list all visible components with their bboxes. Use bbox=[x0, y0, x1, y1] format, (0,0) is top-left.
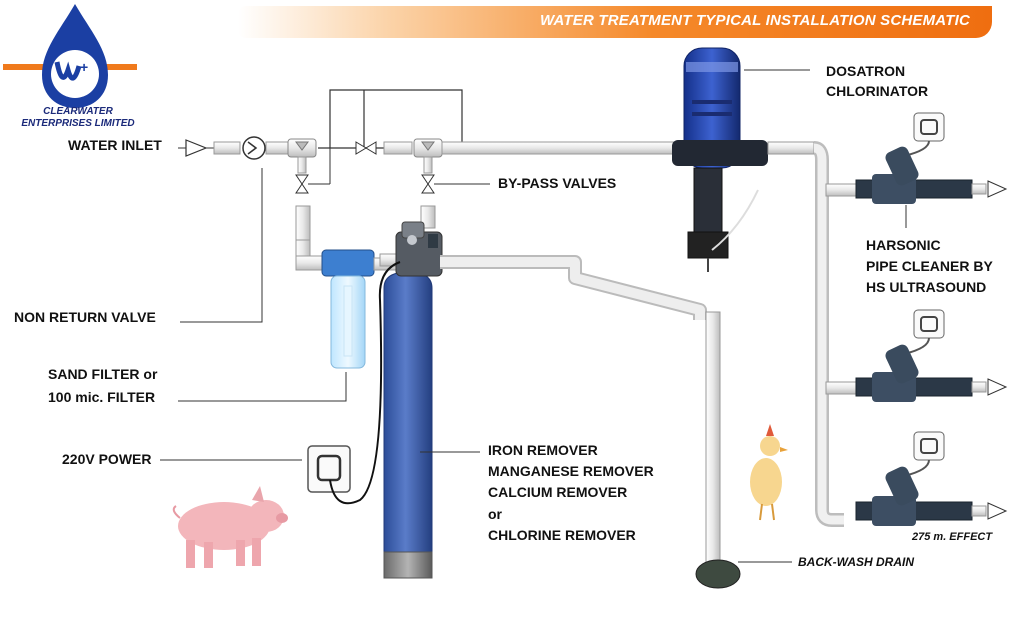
brand-name: CLEARWATER ENTERPRISES LIMITED bbox=[8, 106, 148, 130]
label-sand-filter-1: SAND FILTER or bbox=[48, 366, 158, 382]
label-remover-1: IRON REMOVER bbox=[488, 442, 598, 458]
label-bypass-valves: BY-PASS VALVES bbox=[498, 175, 617, 191]
harsonic-unit-2 bbox=[855, 309, 1008, 402]
label-remover-3: CALCIUM REMOVER bbox=[488, 484, 628, 500]
power-socket bbox=[307, 261, 401, 505]
label-harsonic-1: HARSONIC bbox=[866, 237, 941, 253]
page-title: WATER TREATMENT TYPICAL INSTALLATION SCH… bbox=[539, 12, 970, 29]
label-remover-4: or bbox=[488, 506, 502, 522]
label-effect: 275 m. EFFECT bbox=[912, 531, 993, 543]
dosatron-unit bbox=[672, 47, 768, 272]
label-power: 220V POWER bbox=[62, 451, 152, 467]
pressure-tank bbox=[383, 271, 433, 579]
label-backwash-drain: BACK-WASH DRAIN bbox=[798, 555, 914, 569]
label-dosatron-1: DOSATRON bbox=[826, 63, 906, 79]
label-harsonic-2: PIPE CLEANER BY bbox=[866, 258, 993, 274]
main-pipe bbox=[441, 141, 681, 155]
brand-line-2: ENTERPRISES LIMITED bbox=[21, 118, 135, 129]
label-dosatron-2: CHLORINATOR bbox=[826, 83, 929, 99]
pig-illustration bbox=[172, 486, 288, 568]
leader-lines bbox=[160, 69, 907, 563]
tee-fittings bbox=[287, 138, 443, 158]
control-valve-head bbox=[395, 221, 443, 277]
harsonic-unit-1 bbox=[855, 112, 1008, 204]
label-remover-5: CHLORINE REMOVER bbox=[488, 527, 636, 543]
inlet-pipe bbox=[185, 139, 291, 157]
svg-text:+: + bbox=[80, 59, 88, 75]
label-non-return-valve: NON RETURN VALVE bbox=[14, 309, 156, 325]
non-return-valve-symbol bbox=[242, 136, 266, 160]
title-banner: WATER TREATMENT TYPICAL INSTALLATION SCH… bbox=[238, 6, 992, 38]
vertical-valves bbox=[295, 148, 490, 247]
label-harsonic-3: HS ULTRASOUND bbox=[866, 279, 987, 295]
outlet-pipe bbox=[767, 141, 857, 527]
brand-line-1: CLEARWATER bbox=[43, 106, 113, 117]
drain-pipe bbox=[440, 255, 741, 589]
bypass-valve-symbol bbox=[355, 141, 377, 155]
clearwater-logo: + bbox=[0, 0, 150, 135]
label-sand-filter-2: 100 mic. FILTER bbox=[48, 389, 156, 405]
label-remover-2: MANGANESE REMOVER bbox=[488, 463, 654, 479]
harsonic-unit-3 bbox=[855, 431, 1008, 526]
sand-filter bbox=[321, 249, 401, 369]
chicken-illustration bbox=[750, 424, 788, 521]
label-water-inlet: WATER INLET bbox=[68, 137, 162, 153]
